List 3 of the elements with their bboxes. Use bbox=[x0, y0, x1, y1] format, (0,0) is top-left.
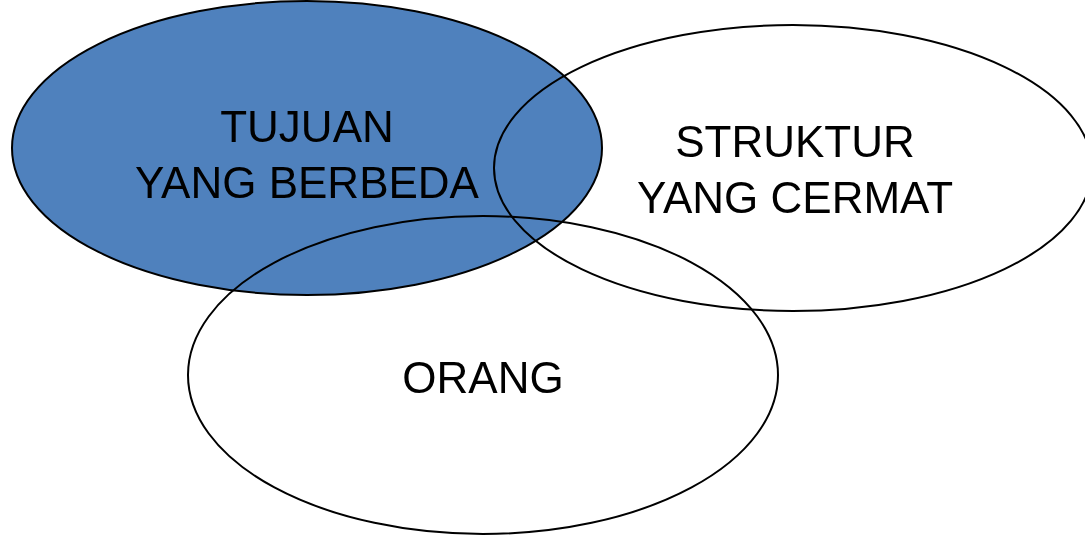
set-label: STRUKTUR YANG CERMAT bbox=[636, 116, 954, 224]
set-label: ORANG bbox=[402, 352, 564, 404]
set-label: TUJUAN YANG BERBEDA bbox=[135, 101, 479, 209]
